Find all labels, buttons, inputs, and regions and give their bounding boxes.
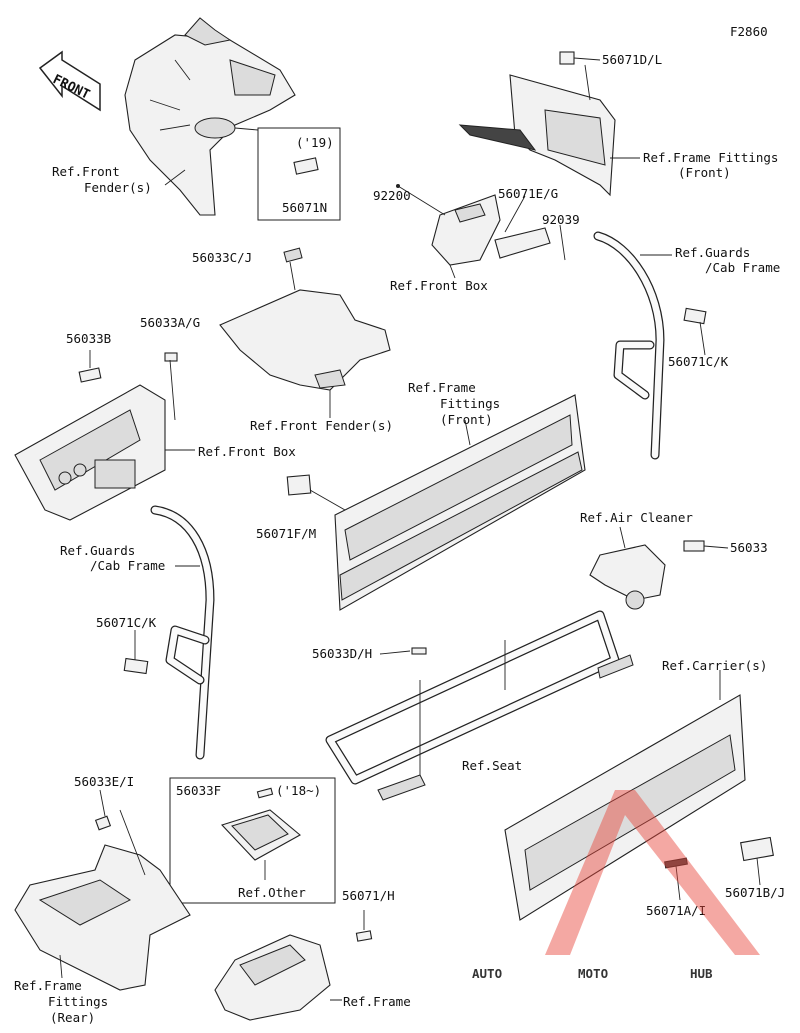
front-fender-part bbox=[124, 17, 296, 216]
watermark-triangle-icon bbox=[545, 790, 760, 955]
box-56033f bbox=[169, 777, 336, 904]
seat-frame-part bbox=[325, 610, 634, 801]
part-56071d-l: 56071D/L bbox=[602, 52, 662, 67]
label-ref-front-fender-top-2: Fender(s) bbox=[84, 180, 152, 195]
label-ref-seat: Ref.Seat bbox=[462, 758, 522, 773]
part-56071c-k-right: 56071C/K bbox=[668, 354, 729, 369]
label-ref-frame-fittings-front-mid-2: Fittings bbox=[440, 396, 500, 411]
guards-cab-frame-left-part bbox=[123, 505, 215, 760]
label-ref-frame: Ref.Frame bbox=[343, 994, 411, 1009]
watermark-hub: HUB bbox=[690, 966, 713, 981]
frame-fittings-rear-part bbox=[14, 789, 191, 991]
part-56071c-k-left: 56071C/K bbox=[96, 615, 157, 630]
watermark-logo: AUTO MOTO HUB bbox=[472, 790, 760, 981]
box-56071n bbox=[234, 127, 341, 221]
front-box-part bbox=[396, 184, 566, 279]
watermark-moto: MOTO bbox=[578, 966, 608, 981]
part-56033a-g: 56033A/G bbox=[140, 315, 200, 330]
label-ref-carrier: Ref.Carrier(s) bbox=[662, 658, 767, 673]
frame-fittings-front-panel-part bbox=[286, 394, 586, 611]
part-56033c-j: 56033C/J bbox=[192, 250, 252, 265]
part-56071a-i: 56071A/I bbox=[646, 903, 706, 918]
label-ref-front-box-top: Ref.Front Box bbox=[390, 278, 488, 293]
label-ref-frame-fittings-front-mid-1: Ref.Frame bbox=[408, 380, 476, 395]
front-box-dashboard-part bbox=[14, 350, 195, 521]
label-ref-frame-fittings-front-top-2: (Front) bbox=[678, 165, 731, 180]
label-ref-guards-right-2: /Cab Frame bbox=[705, 260, 780, 275]
front-fender-floor-part bbox=[219, 247, 391, 418]
label-ref-guards-left-1: Ref.Guards bbox=[60, 543, 135, 558]
part-92200: 92200 bbox=[373, 188, 411, 203]
part-56033e-i: 56033E/I bbox=[74, 774, 134, 789]
part-56033b: 56033B bbox=[66, 331, 111, 346]
part-56071f-m: 56071F/M bbox=[256, 526, 316, 541]
label-ref-front-box-mid: Ref.Front Box bbox=[198, 444, 296, 459]
label-ref-guards-left-2: /Cab Frame bbox=[90, 558, 165, 573]
label-ref-front-fender-top-1: Ref.Front bbox=[52, 164, 120, 179]
frame-fittings-front-part bbox=[458, 51, 640, 197]
label-ref-frame-fittings-front-mid-3: (Front) bbox=[440, 412, 493, 427]
label-ref-front-fender-mid: Ref.Front Fender(s) bbox=[250, 418, 393, 433]
frame-part bbox=[214, 910, 373, 1021]
label-ref-frame-fittings-rear-1: Ref.Frame bbox=[14, 978, 82, 993]
year-19-label: ('19) bbox=[296, 135, 334, 150]
part-56071e-g: 56071E/G bbox=[498, 186, 558, 201]
part-56033d-h: 56033D/H bbox=[312, 646, 372, 661]
label-ref-guards-right-1: Ref.Guards bbox=[675, 245, 750, 260]
watermark-auto: AUTO bbox=[472, 966, 502, 981]
part-56071n: 56071N bbox=[282, 200, 327, 215]
label-ref-air-cleaner: Ref.Air Cleaner bbox=[580, 510, 693, 525]
air-cleaner-part bbox=[589, 526, 729, 610]
part-56071-h: 56071/H bbox=[342, 888, 395, 903]
label-ref-other: Ref.Other bbox=[238, 885, 306, 900]
part-92039: 92039 bbox=[542, 212, 580, 227]
figure-id: F2860 bbox=[730, 24, 768, 39]
carrier-part bbox=[504, 670, 774, 921]
part-56033: 56033 bbox=[730, 540, 768, 555]
front-arrow-icon: FRONT bbox=[38, 50, 101, 112]
label-ref-frame-fittings-rear-3: (Rear) bbox=[50, 1010, 95, 1025]
year-18-label: ('18~) bbox=[276, 783, 321, 798]
part-56071b-j: 56071B/J bbox=[725, 885, 785, 900]
part-56033f: 56033F bbox=[176, 783, 221, 798]
label-ref-frame-fittings-rear-2: Fittings bbox=[48, 994, 108, 1009]
label-ref-frame-fittings-front-top-1: Ref.Frame Fittings bbox=[643, 150, 778, 165]
guards-cab-frame-right-part bbox=[593, 231, 707, 460]
